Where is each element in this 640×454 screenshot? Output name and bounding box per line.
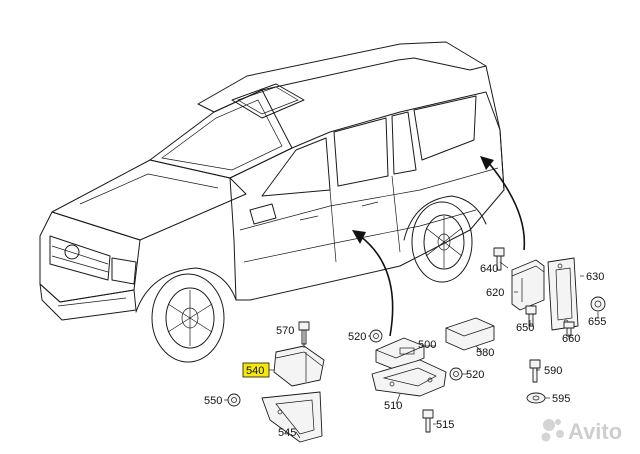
callout-580: 580 bbox=[476, 347, 494, 359]
nut-520-upper bbox=[369, 329, 383, 343]
bolt-590 bbox=[529, 359, 541, 383]
bracket-630 bbox=[547, 257, 579, 331]
callout-540: 540 bbox=[246, 365, 264, 377]
callout-570: 570 bbox=[276, 325, 294, 337]
nut-655 bbox=[590, 296, 606, 312]
location-arrows bbox=[352, 156, 526, 337]
callout-545: 545 bbox=[278, 427, 296, 439]
nut-520-lower bbox=[449, 367, 463, 381]
callout-550: 550 bbox=[204, 395, 222, 407]
washer-595 bbox=[526, 392, 546, 404]
callout-520-lower: 520 bbox=[466, 369, 484, 381]
module-580 bbox=[445, 317, 495, 351]
callout-620: 620 bbox=[486, 287, 504, 299]
module-540 bbox=[273, 345, 325, 387]
callout-500: 500 bbox=[418, 339, 436, 351]
callout-650: 650 bbox=[516, 322, 534, 334]
bracket-545 bbox=[261, 391, 323, 443]
callout-labels: 640 630 620 650 655 660 570 520 500 580 … bbox=[204, 263, 606, 439]
watermark-text: Avito bbox=[568, 419, 622, 444]
callout-630: 630 bbox=[586, 271, 604, 283]
watermark-dots-icon bbox=[541, 419, 564, 442]
callout-540-highlight bbox=[242, 362, 270, 378]
bolt-515 bbox=[422, 409, 434, 433]
bolt-650 bbox=[525, 305, 537, 327]
callout-510: 510 bbox=[384, 400, 402, 412]
callout-660: 660 bbox=[562, 333, 580, 345]
bracket-510 bbox=[371, 359, 447, 397]
callout-590: 590 bbox=[544, 365, 562, 377]
watermark: Avito bbox=[541, 419, 622, 444]
callout-595: 595 bbox=[552, 393, 570, 405]
callout-640: 640 bbox=[480, 263, 498, 275]
callout-655: 655 bbox=[588, 316, 606, 328]
callout-515: 515 bbox=[436, 419, 454, 431]
vehicle-illustration bbox=[39, 41, 505, 363]
parts bbox=[227, 247, 606, 443]
callout-520-upper: 520 bbox=[348, 331, 366, 343]
nut-550 bbox=[227, 393, 241, 407]
module-620 bbox=[511, 259, 545, 311]
